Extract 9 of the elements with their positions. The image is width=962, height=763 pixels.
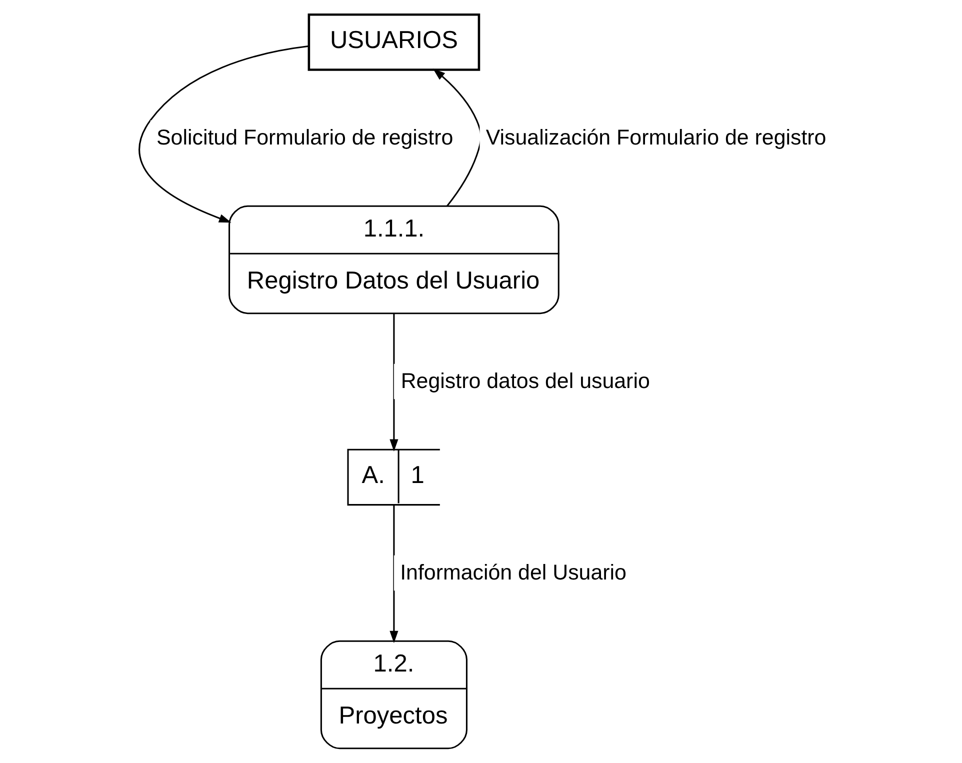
edge-label: Solicitud Formulario de registro: [156, 125, 454, 150]
arrow: [390, 505, 398, 644]
arrow: [432, 68, 482, 206]
arrow: [138, 45, 309, 223]
edge-label: Visualización Formulario de registro: [486, 125, 826, 150]
node-box: USUARIOS: [308, 13, 480, 71]
edge-label: Registro datos del usuario: [400, 368, 650, 393]
edge-label: Información del Usuario: [400, 560, 626, 584]
arrow: [390, 314, 398, 452]
